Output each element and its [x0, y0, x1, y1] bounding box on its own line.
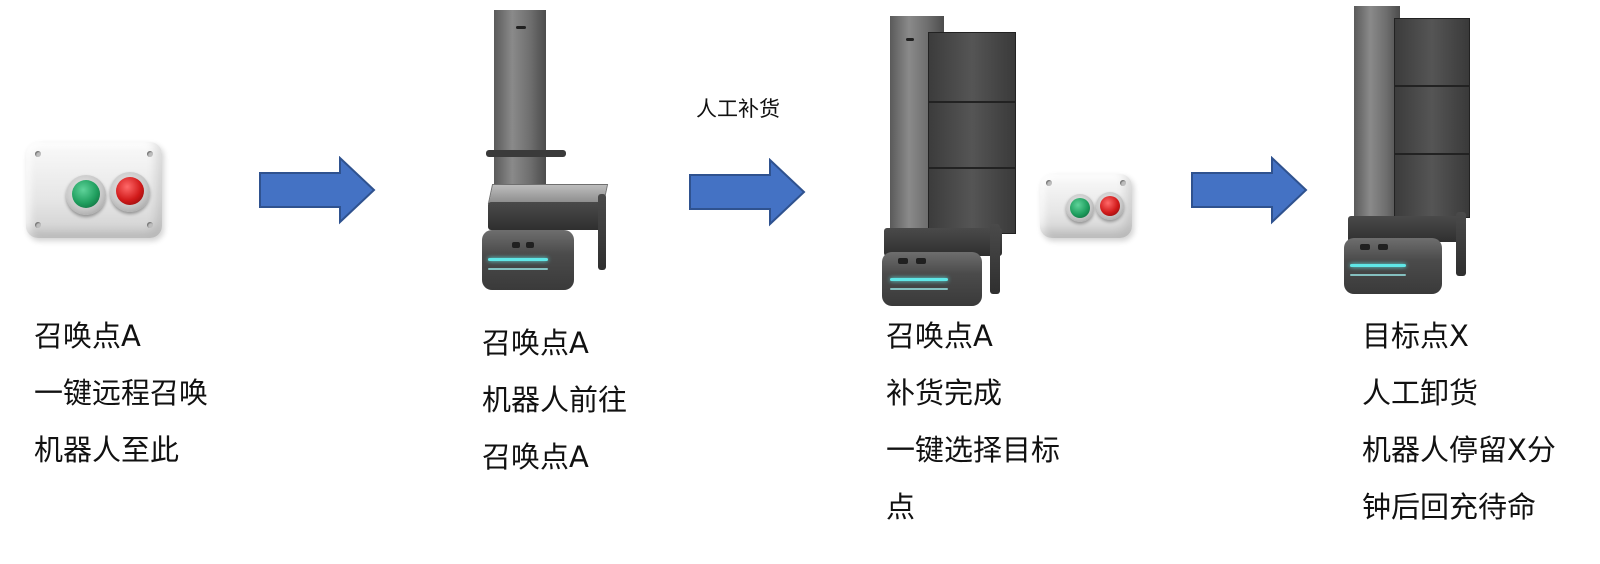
arrow-note-replenish: 人工补货: [696, 97, 780, 121]
arrow-shape: [1191, 156, 1308, 225]
flow-arrow-1: [259, 156, 376, 225]
caption-line: 点: [886, 490, 916, 524]
screw-icon: [147, 222, 153, 228]
green-button-icon: [66, 175, 106, 215]
red-button-icon: [1096, 192, 1124, 220]
robot-base: [482, 230, 574, 290]
flow-arrow-3: [1191, 156, 1308, 225]
caption-line: 一键选择目标: [886, 433, 1061, 467]
caption-line: 召唤点A: [482, 440, 589, 474]
screw-icon: [147, 151, 153, 157]
delivery-robot-loaded-1: [880, 14, 1016, 310]
caption-line: 补货完成: [886, 376, 1003, 410]
step-4-caption: 目标点X 人工卸货 机器人停留X分 钟后回充待命: [1362, 308, 1556, 536]
robot-bin: [928, 102, 1016, 168]
screw-icon: [1120, 180, 1126, 186]
red-button-icon: [110, 172, 150, 212]
caption-line: 钟后回充待命: [1362, 490, 1537, 524]
step-1-caption: 召唤点A 一键远程召唤 机器人至此: [34, 308, 208, 479]
robot-bin: [1394, 18, 1470, 86]
delivery-robot-loaded-2: [1342, 4, 1472, 296]
caption-line: 召唤点A: [34, 319, 141, 353]
step-2-caption: 召唤点A 机器人前往 召唤点A: [482, 315, 627, 486]
robot-frame: [884, 228, 1002, 256]
robot-pin: [486, 150, 566, 157]
robot-frame: [1348, 216, 1464, 242]
robot-bin: [928, 32, 1016, 102]
flow-arrow-2: [689, 158, 806, 227]
robot-tray: [487, 184, 609, 204]
caption-line: 机器人至此: [34, 433, 180, 467]
push-button-box-large: [26, 142, 162, 238]
robot-bin: [928, 168, 1016, 234]
caption-line: 一键远程召唤: [34, 376, 209, 410]
caption-line: 召唤点A: [886, 319, 993, 353]
caption-line: 机器人停留X分: [1362, 433, 1556, 467]
arrow-shape: [689, 158, 806, 227]
caption-line: 目标点X: [1362, 319, 1469, 353]
screw-icon: [35, 222, 41, 228]
push-button-box-small: [1040, 174, 1132, 238]
delivery-robot-empty: [476, 4, 612, 294]
robot-bin: [1394, 86, 1470, 154]
robot-base: [882, 252, 982, 306]
robot-base: [1344, 238, 1442, 294]
step-3-caption: 召唤点A 补货完成 一键选择目标 点: [886, 308, 1060, 536]
robot-mast: [1354, 6, 1400, 232]
green-button-icon: [1066, 194, 1094, 222]
screw-icon: [35, 151, 41, 157]
robot-frame: [488, 202, 606, 230]
caption-line: 机器人前往: [482, 383, 628, 417]
robot-bin: [1394, 154, 1470, 218]
caption-line: 召唤点A: [482, 326, 589, 360]
arrow-shape: [259, 156, 376, 225]
screw-icon: [1046, 180, 1052, 186]
caption-line: 人工卸货: [1362, 376, 1479, 410]
